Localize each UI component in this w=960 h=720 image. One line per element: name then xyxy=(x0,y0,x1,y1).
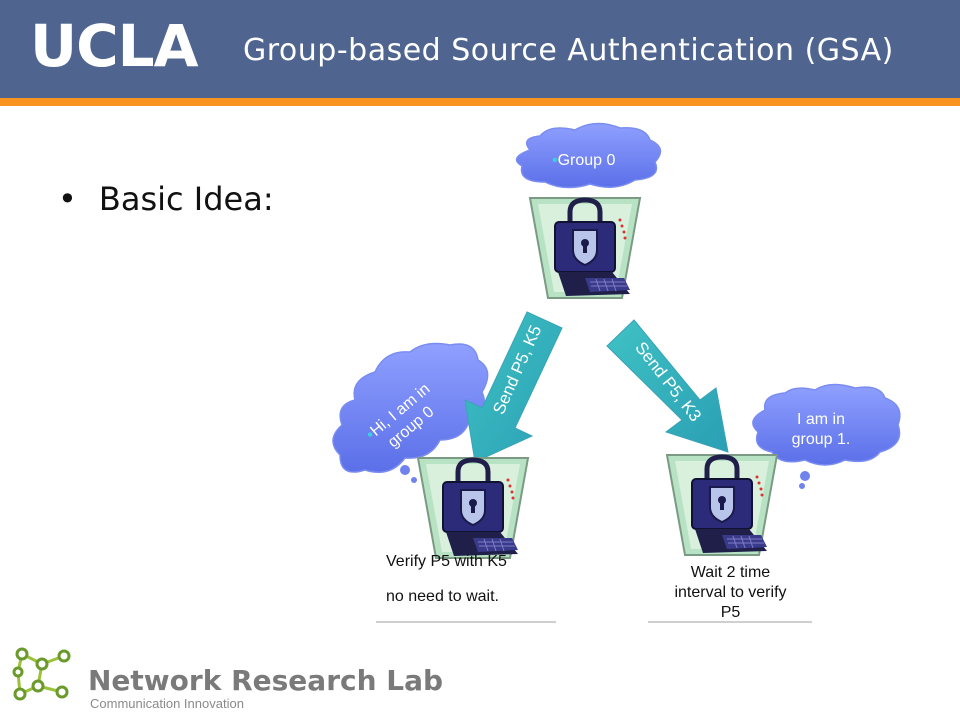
caption-right-underline xyxy=(648,621,812,623)
ucla-logo: UCLA xyxy=(0,0,214,98)
cloud-top-label: •Group 0 xyxy=(552,152,616,169)
cloud-right xyxy=(752,383,901,489)
secure-computer-icon xyxy=(530,198,640,298)
logo-text: UCLA xyxy=(30,12,199,80)
footer-tagline: Communication Innovation xyxy=(90,696,244,711)
footer-lab-name: Network Research Lab xyxy=(88,664,444,697)
cloud-top xyxy=(515,122,662,189)
header-stripe xyxy=(0,98,960,106)
slide-title: Group-based Source Authentication (GSA) xyxy=(243,33,894,68)
caption-left-underline xyxy=(376,621,556,623)
caption-right: Wait 2 time interval to verify P5 xyxy=(674,564,787,621)
network-lab-logo-icon xyxy=(12,647,71,701)
bullet-dot: • xyxy=(58,180,77,218)
header-bar: UCLA Group-based Source Authentication (… xyxy=(0,0,960,98)
arrow-right xyxy=(606,319,729,453)
cloud-right-label: I am in group 1. xyxy=(791,411,851,448)
secure-computer-icon xyxy=(418,458,528,558)
caption-left-line1: Verify P5 with K5 xyxy=(386,553,507,570)
secure-computer-icon xyxy=(667,455,777,555)
bullet-text: Basic Idea: xyxy=(98,180,274,218)
bullet-basic-idea: • Basic Idea: xyxy=(58,180,274,218)
caption-left-line2: no need to wait. xyxy=(386,588,499,605)
arrow-left xyxy=(464,311,563,463)
